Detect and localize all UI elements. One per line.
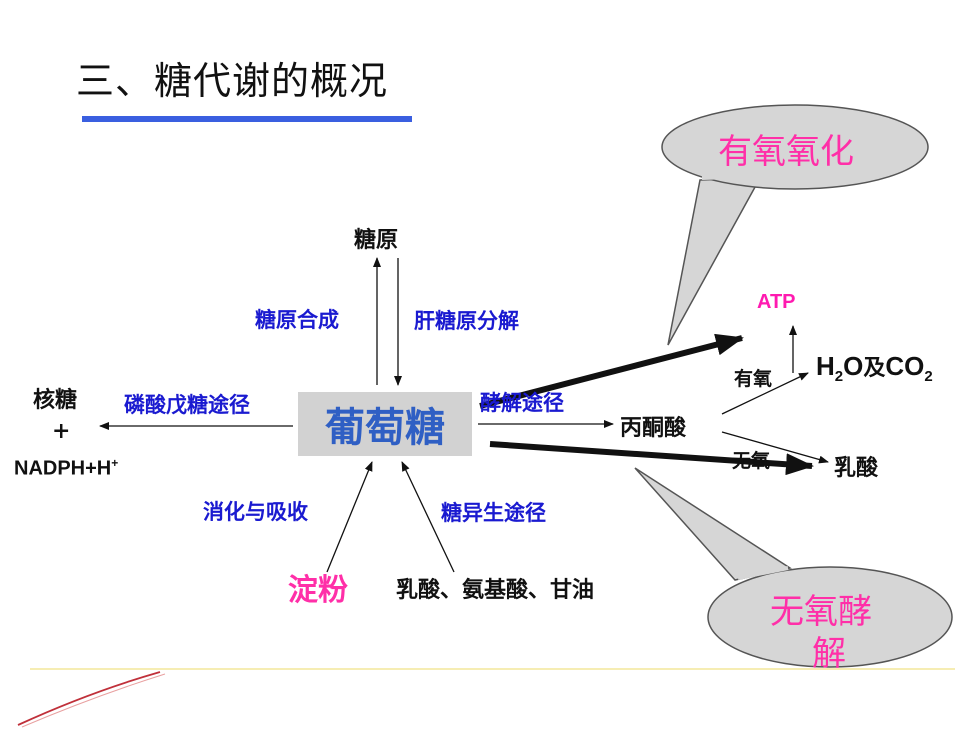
callout-anaerobic-text-2: 解	[812, 634, 846, 674]
label-glycolysis: 酵解途径	[480, 391, 564, 415]
arrow-digestion	[326, 461, 373, 573]
node-glucose: 葡萄糖	[298, 392, 472, 456]
node-lactate: 乳酸	[834, 455, 879, 481]
title-underline	[82, 116, 412, 122]
callout-anaerobic-text-1: 无氧酵	[770, 592, 872, 632]
node-atp: ATP	[757, 291, 796, 313]
node-pyruvate: 丙酮酸	[620, 415, 687, 441]
arrow-gluconeogenesis	[401, 461, 455, 573]
callout-aerobic-oxidation	[661, 104, 929, 346]
arrow-aerobic-branch	[721, 372, 809, 415]
thick-arrow-anaerobic	[489, 441, 814, 476]
label-anaerobic: 无氧	[732, 450, 771, 472]
label-digestion: 消化与吸收	[203, 500, 308, 524]
thick-arrow-aerobic	[479, 333, 744, 409]
node-starch: 淀粉	[288, 573, 348, 608]
node-glycogen: 糖原	[354, 227, 399, 253]
node-h2o-co2: H2O及CO2	[816, 351, 933, 386]
label-glycogenesis: 糖原合成	[255, 308, 339, 332]
label-aerobic: 有氧	[734, 368, 773, 390]
label-glycogenolysis: 肝糖原分解	[414, 309, 519, 333]
node-precursors: 乳酸、氨基酸、甘油	[396, 577, 595, 603]
label-pentose-phosphate: 磷酸戊糖途径	[124, 393, 250, 417]
node-ribose: 核糖	[33, 387, 78, 413]
callout-aerobic-text: 有氧氧化	[718, 132, 854, 172]
page-title: 三、糖代谢的概况	[76, 59, 389, 103]
label-gluconeogenesis: 糖异生途径	[441, 501, 546, 525]
node-plus: +	[52, 418, 71, 444]
node-nadph: NADPH+H+	[14, 456, 119, 480]
callout-anaerobic-glycolysis	[634, 467, 953, 668]
footer-swoosh	[17, 671, 161, 726]
